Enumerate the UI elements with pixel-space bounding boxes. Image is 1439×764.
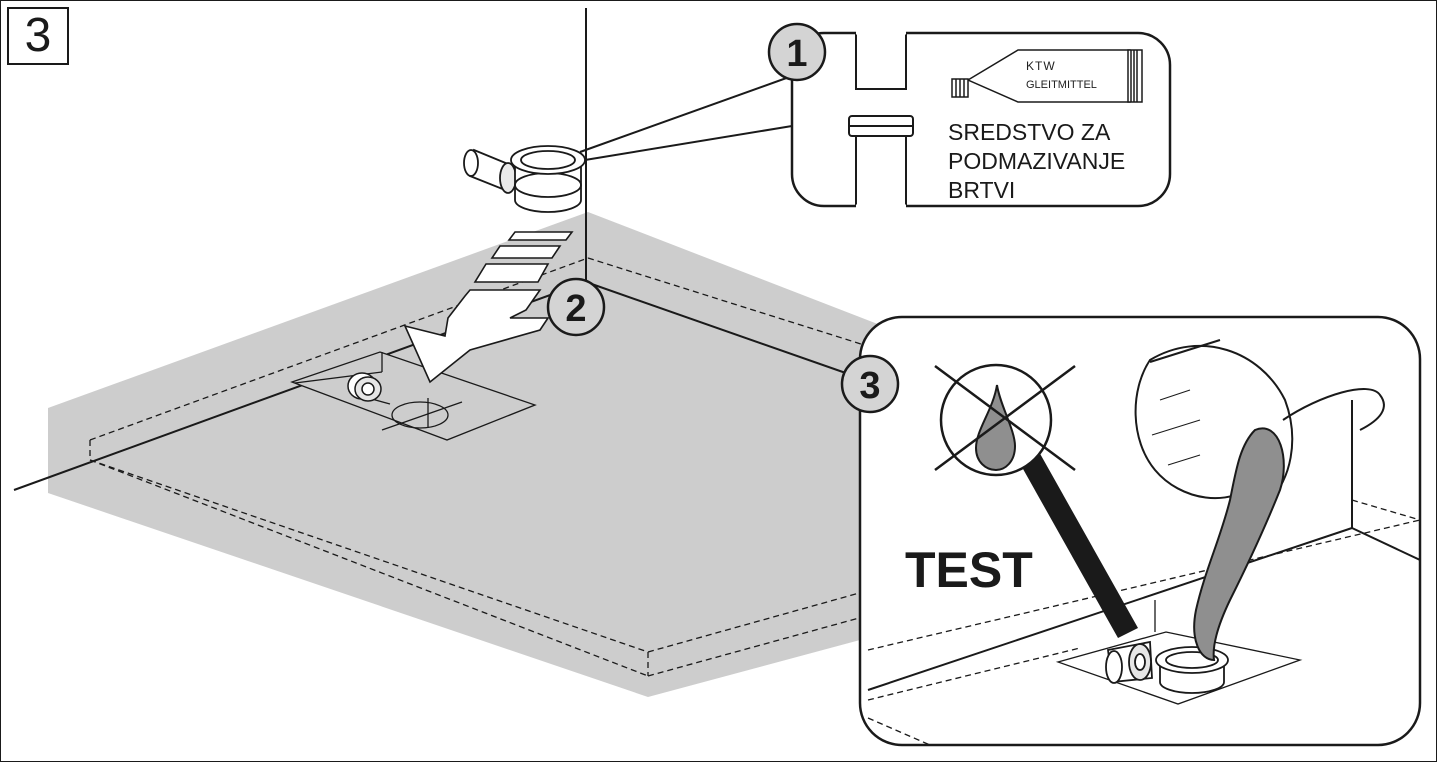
step-number-box: 3 xyxy=(7,7,69,65)
lubricant-tube-icon xyxy=(951,49,1143,103)
test-zoom-panel: TEST xyxy=(858,315,1422,747)
insert-arrow xyxy=(403,231,574,384)
step-marker-3: 3 xyxy=(840,354,900,414)
step-marker-2: 2 xyxy=(546,277,606,337)
lubricant-label-line-2: PODMAZIVANJE xyxy=(948,148,1125,174)
shower-tray xyxy=(48,212,888,697)
no-leak-symbol xyxy=(934,363,1138,638)
marker-2-label: 2 xyxy=(565,288,586,330)
tube-brand: KTW xyxy=(1026,59,1056,73)
callout-1-pointer xyxy=(579,75,793,161)
lubricant-label-line-1: SREDSTVO ZA xyxy=(948,119,1111,145)
marker-3-label: 3 xyxy=(859,365,880,407)
test-label: TEST xyxy=(905,542,1033,598)
drain-elbow-small xyxy=(347,372,382,402)
step-marker-1: 1 xyxy=(767,22,827,82)
water-drop-icon xyxy=(974,384,1017,472)
marker-1-label: 1 xyxy=(786,33,807,75)
tube-product: GLEITMITTEL xyxy=(1026,79,1097,91)
shower-drain-trap xyxy=(463,145,586,213)
water-stream xyxy=(1193,427,1285,662)
lubricant-label-line-3: BRTVI xyxy=(948,177,1015,203)
tray-dashed-outline xyxy=(89,257,881,677)
lubricant-callout: KTW GLEITMITTEL SREDSTVO ZA PODMAZIVANJE… xyxy=(790,31,1172,208)
